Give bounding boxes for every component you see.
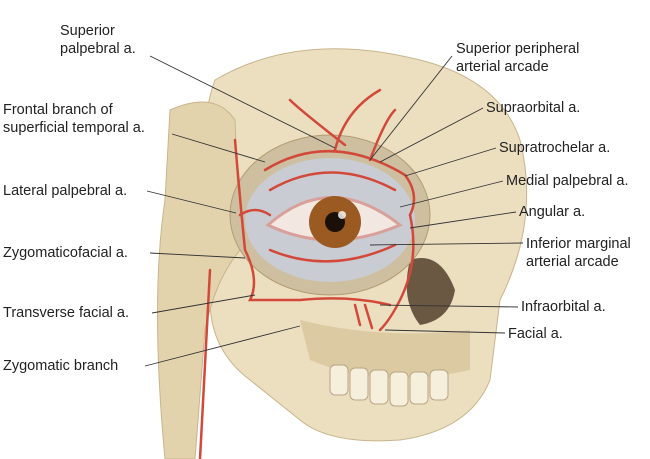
label-lateral-palpebral-a: Lateral palpebral a. bbox=[3, 183, 128, 199]
label-facial-a: Facial a. bbox=[508, 326, 563, 342]
label-transverse-facial-a: Transverse facial a. bbox=[3, 305, 129, 321]
arteries bbox=[198, 88, 416, 459]
label-line: superficial temporal a. bbox=[3, 120, 145, 136]
label-supratrochelar-a: Supratrochelar a. bbox=[499, 140, 611, 156]
label-angular-a: Angular a. bbox=[519, 204, 586, 220]
label-line: arterial arcade bbox=[456, 59, 549, 75]
maxilla-shadow bbox=[300, 320, 470, 378]
label-inferior-marginal-arcade: Inferior marginal arterial arcade bbox=[526, 235, 631, 271]
leader-lines bbox=[144, 55, 524, 367]
label-superior-peripheral-arcade: Superior peripheral arterial arcade bbox=[456, 40, 579, 76]
label-line: Superior peripheral bbox=[456, 41, 580, 57]
nasal-cavity bbox=[406, 258, 455, 325]
temporal-region bbox=[157, 101, 241, 459]
label-zygomaticofacial-a: Zygomaticofacial a. bbox=[3, 245, 128, 261]
label-zygomatic-branch: Zygomatic branch bbox=[3, 358, 119, 374]
label-line: Inferior marginal bbox=[526, 236, 631, 252]
label-line: palpebral a. bbox=[60, 41, 136, 57]
label-line: arterial arcade bbox=[526, 254, 619, 270]
label-frontal-branch: Frontal branch of superficial temporal a. bbox=[3, 101, 145, 137]
label-line: Frontal branch of bbox=[3, 102, 113, 118]
label-medial-palpebral-a: Medial palpebral a. bbox=[506, 173, 629, 189]
label-superior-palpebral-a: Superior palpebral a. bbox=[60, 22, 136, 58]
eye-highlight bbox=[338, 211, 346, 219]
label-infraorbital-a: Infraorbital a. bbox=[521, 299, 606, 315]
teeth bbox=[329, 364, 449, 407]
label-supraorbital-a: Supraorbital a. bbox=[486, 100, 581, 116]
label-line: Superior bbox=[60, 23, 115, 39]
